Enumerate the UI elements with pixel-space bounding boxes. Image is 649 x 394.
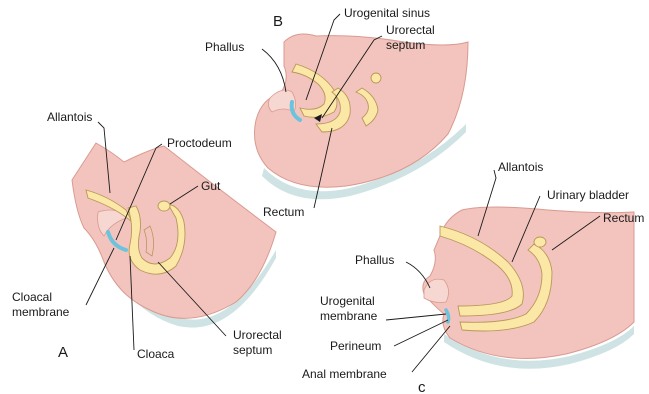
label-c-perineum: Perineum — [330, 339, 381, 353]
label-a-cloaca: Cloaca — [137, 347, 175, 361]
label-a-urorectal-septum-1: Urorectal — [233, 328, 282, 342]
label-c-anal-membrane: Anal membrane — [302, 367, 387, 381]
pointer-b-phallus — [262, 49, 286, 92]
label-a-proctodeum: Proctodeum — [167, 136, 232, 150]
label-c-rectum: Rectum — [603, 211, 644, 225]
label-c-urinary-bladder: Urinary bladder — [547, 188, 629, 202]
pointer-c-perineum — [394, 320, 448, 346]
label-b-urorectal-septum-1: Urorectal — [386, 23, 435, 37]
panel-c-letter: c — [418, 379, 426, 394]
pointer-c-urogenital-membrane — [386, 314, 446, 320]
label-a-cloacal-membrane-2: membrane — [12, 305, 70, 319]
panel-a-gut-end — [158, 201, 170, 211]
panel-a: Allantois Proctodeum Gut Cloacal membran… — [12, 110, 282, 361]
panel-c-tissue — [423, 207, 634, 358]
label-c-urogenital-membrane-1: Urogenital — [320, 294, 375, 308]
panel-b-letter: B — [273, 13, 283, 30]
panel-a-letter: A — [58, 344, 68, 361]
label-c-phallus: Phallus — [355, 253, 394, 267]
panel-b: B Phallus Urogenital sinus Urorectal sep… — [205, 6, 468, 219]
panel-c-gut-end — [534, 237, 546, 247]
label-a-gut: Gut — [201, 179, 221, 193]
label-b-urorectal-septum-2: septum — [386, 38, 425, 52]
label-c-allantois: Allantois — [498, 160, 543, 174]
label-a-allantois: Allantois — [47, 110, 92, 124]
panel-b-tissue — [255, 34, 469, 187]
label-b-rectum: Rectum — [263, 205, 304, 219]
pointer-c-anal-membrane — [412, 326, 450, 372]
label-c-urogenital-membrane-2: membrane — [320, 309, 378, 323]
label-a-urorectal-septum-2: septum — [233, 343, 272, 357]
label-a-cloacal-membrane-1: Cloacal — [12, 290, 52, 304]
pointer-a-cloacal-membrane — [86, 248, 114, 305]
label-b-phallus: Phallus — [205, 40, 244, 54]
label-b-urogenital-sinus: Urogenital sinus — [344, 6, 430, 20]
panel-b-gut-end — [371, 73, 381, 83]
